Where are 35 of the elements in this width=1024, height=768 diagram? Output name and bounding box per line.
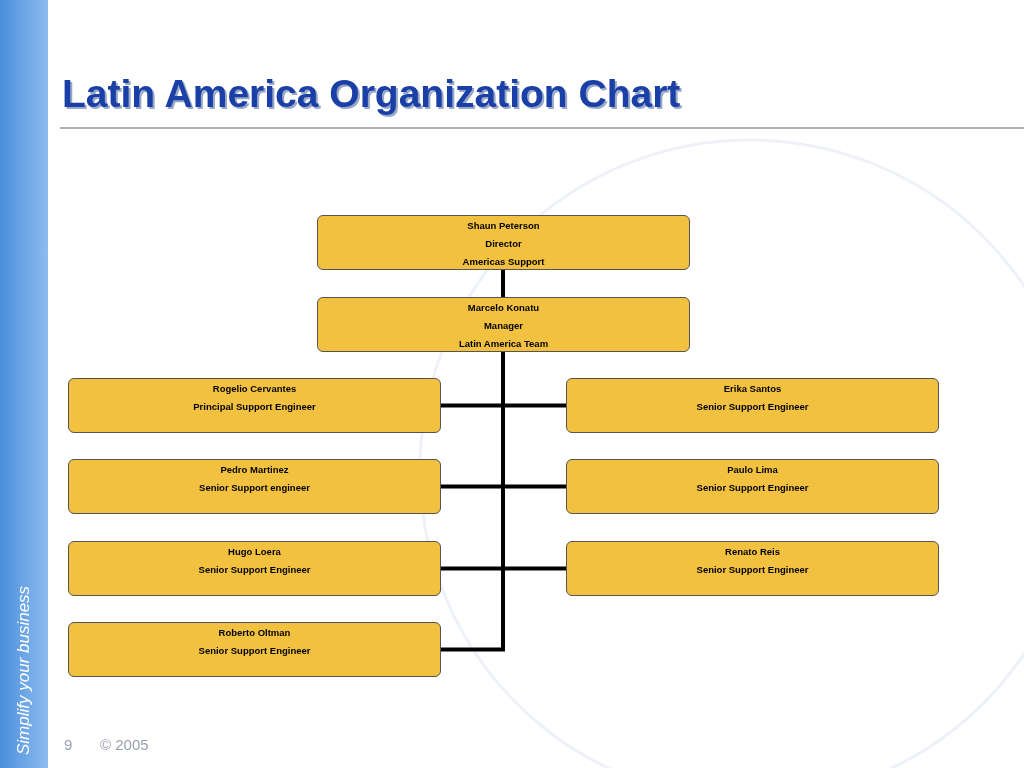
org-box <box>566 459 939 514</box>
role-text: Senior Support Engineer <box>198 563 311 577</box>
person-name: Paulo Lima <box>727 463 778 477</box>
person-name: Shaun Peterson <box>467 219 540 233</box>
slide-title: Latin America Organization Chart <box>62 72 681 116</box>
copyright-text: © 2005 <box>100 736 149 753</box>
connector-line <box>441 352 505 652</box>
role-text: Latin America Team <box>458 337 549 351</box>
role-text: Senior Support Engineer <box>696 400 809 414</box>
person-name: Roberto Oltman <box>218 626 291 640</box>
person-name: Marcelo Konatu <box>467 301 540 315</box>
org-box <box>317 297 690 352</box>
org-box <box>68 378 441 433</box>
org-box <box>68 622 441 677</box>
role-text: Principal Support Engineer <box>193 400 316 414</box>
person-name: Hugo Loera <box>228 545 281 559</box>
role-text: Director <box>485 237 522 251</box>
org-box <box>68 459 441 514</box>
person-name: Erika Santos <box>723 382 782 396</box>
person-name: Pedro Martinez <box>220 463 289 477</box>
org-box <box>566 541 939 596</box>
role-text: Senior Support Engineer <box>198 644 311 658</box>
page-number: 9 <box>64 736 73 753</box>
person-name: Renato Reis <box>725 545 780 559</box>
connector-line <box>501 270 505 297</box>
role-text: Senior Support Engineer <box>696 563 809 577</box>
role-text: Manager <box>483 319 524 333</box>
tagline-text: Simplify your business <box>14 585 34 755</box>
org-box <box>68 541 441 596</box>
org-box <box>317 215 690 270</box>
role-text: Senior Support engineer <box>199 481 310 495</box>
org-box <box>566 378 939 433</box>
role-text: Senior Support Engineer <box>696 481 809 495</box>
person-name: Rogelio Cervantes <box>212 382 297 396</box>
role-text: Americas Support <box>462 255 545 269</box>
